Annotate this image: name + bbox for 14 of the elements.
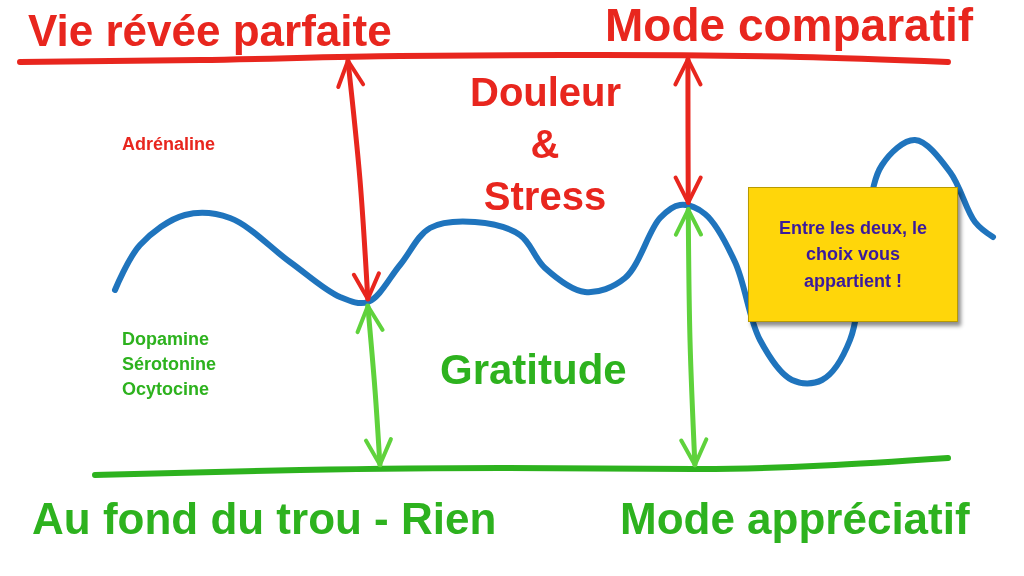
title-text: Mode appréciatif [620, 494, 970, 544]
double-arrow [673, 56, 703, 206]
title-text: Mode comparatif [605, 0, 974, 52]
hormone-list: Dopamine Sérotonine Ocytocine [122, 327, 252, 403]
center-text: Gratitude [440, 346, 627, 394]
note-text: Entre les deux, le choix vous appartient ! [778, 217, 928, 293]
hormone-text: Adrénaline [122, 134, 216, 155]
double-arrow [355, 303, 393, 468]
double-arrow [336, 58, 381, 302]
title-text: Vie révée parfaite [28, 6, 392, 56]
title-text: Au fond du trou - Rien [32, 494, 497, 544]
center-text: Douleur & Stress [470, 69, 620, 220]
lower-line [92, 455, 951, 478]
double-arrow [673, 207, 709, 468]
